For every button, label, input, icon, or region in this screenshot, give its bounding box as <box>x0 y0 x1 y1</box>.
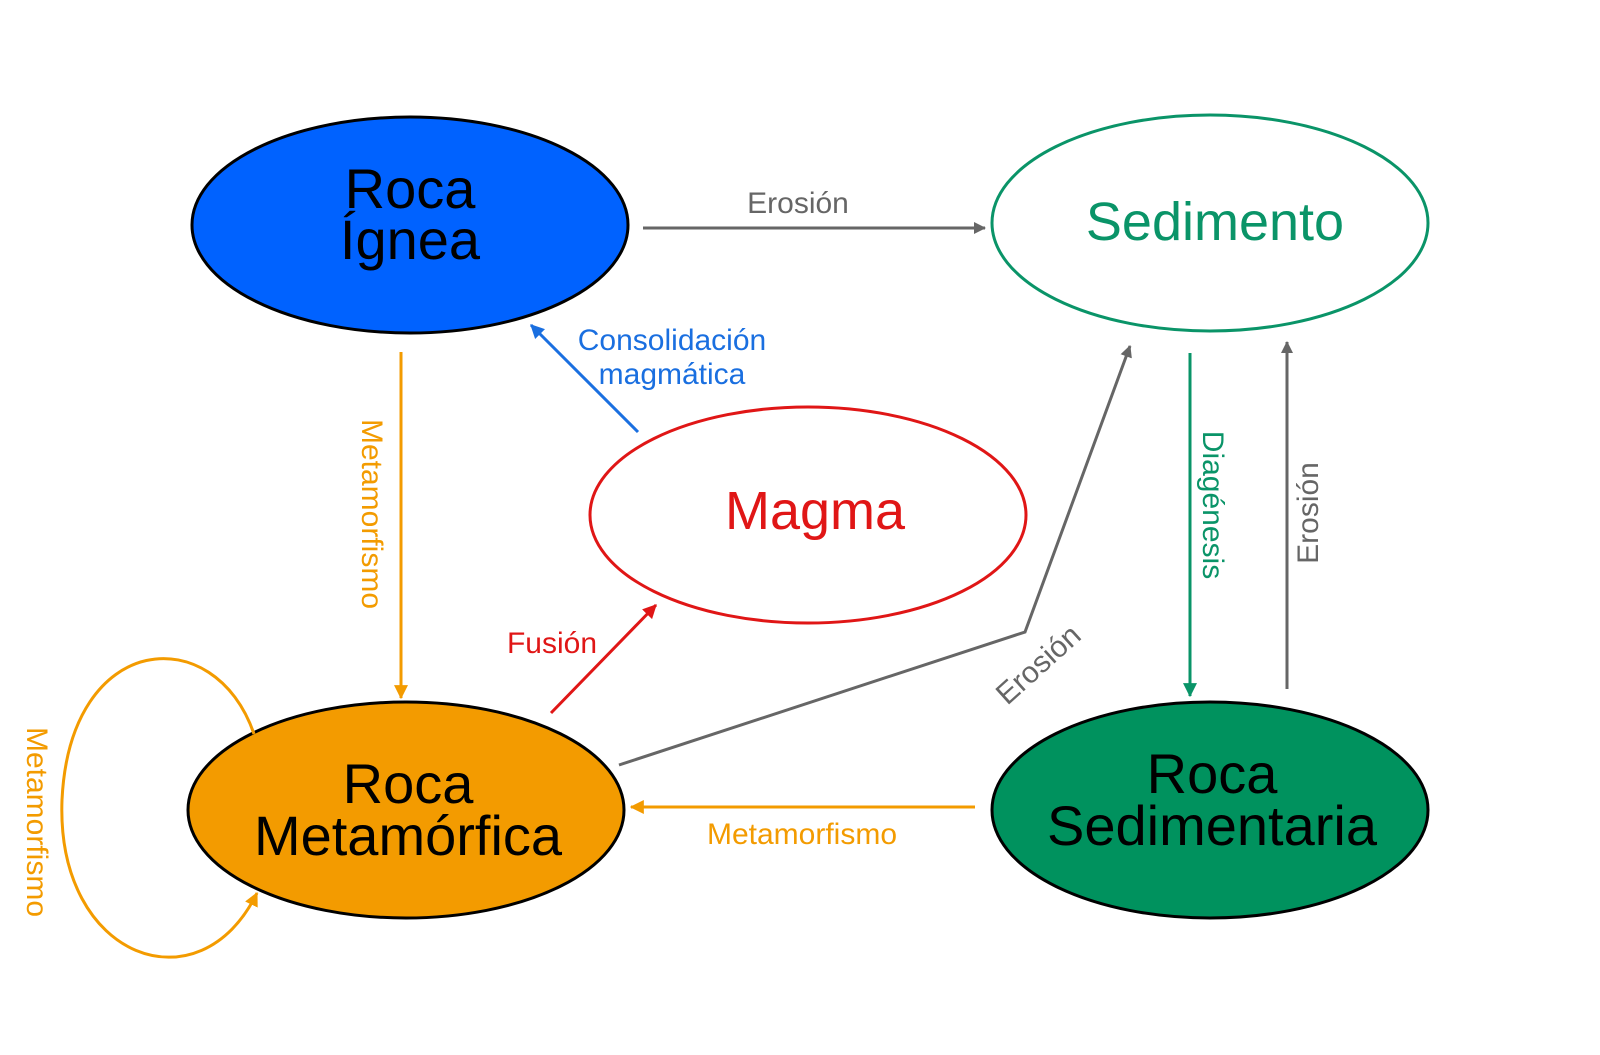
edge-erosion-top: Erosión <box>643 187 986 234</box>
node-sedimento-shape <box>990 113 1430 333</box>
node-magma-label: Magma <box>725 481 906 541</box>
node-roca-ignea-shape <box>190 115 630 335</box>
edge-metamorphism-bottom: Metamorfismo <box>629 800 975 851</box>
node-sedimento: Sedimento <box>990 113 1430 333</box>
edge-consolidation-label-line1: Consolidación <box>578 324 766 357</box>
edge-metamorphism-left-label: Metamorfismo <box>355 419 388 609</box>
node-roca-ignea-label-line1: Roca <box>345 157 477 220</box>
edge-erosion-right-label: Erosión <box>1292 462 1325 564</box>
edge-consolidation: Consolidación magmática <box>529 323 766 434</box>
edge-metamorphism-bottom-label: Metamorfismo <box>707 818 897 851</box>
node-roca-metamorfica-shape <box>186 700 626 920</box>
edge-consolidation-label-line2: magmática <box>599 358 746 391</box>
edge-erosion-right: Erosión <box>1281 341 1325 689</box>
node-roca-ignea-label-line2: Ígnea <box>340 208 481 271</box>
node-roca-sedimentaria-label-line1: Roca <box>1147 742 1279 805</box>
node-roca-sedimentaria: Roca Sedimentaria <box>990 700 1430 920</box>
edge-metamorphism-loop-arrow <box>60 657 259 959</box>
node-roca-sedimentaria-label-line2: Sedimentaria <box>1047 794 1378 857</box>
node-magma: Magma <box>588 405 1028 625</box>
edge-consolidation-arrow <box>529 323 640 434</box>
edge-erosion-diagonal-arrow <box>618 345 1132 767</box>
edge-metamorphism-left: Metamorfismo <box>355 352 408 700</box>
edge-diagenesis-label: Diagénesis <box>1196 431 1229 579</box>
edge-metamorphism-loop-label: Metamorfismo <box>20 727 53 917</box>
edge-metamorphism-loop: Metamorfismo <box>20 657 259 959</box>
edge-fusion-arrow <box>549 603 658 715</box>
edge-fusion: Fusión <box>507 603 658 715</box>
node-roca-metamorfica-label-line1: Roca <box>343 752 475 815</box>
node-roca-ignea: Roca Ígnea <box>190 115 630 335</box>
node-magma-shape <box>588 405 1028 625</box>
edge-diagenesis: Diagénesis <box>1183 353 1229 698</box>
node-sedimento-label: Sedimento <box>1086 192 1344 252</box>
edge-fusion-label: Fusión <box>507 627 597 660</box>
edge-erosion-top-label: Erosión <box>747 187 849 220</box>
node-roca-metamorfica: Roca Metamórfica <box>186 700 626 920</box>
node-roca-metamorfica-label-line2: Metamórfica <box>254 804 563 867</box>
node-roca-sedimentaria-shape <box>990 700 1430 920</box>
edge-erosion-diagonal-label: Erosión <box>990 619 1088 712</box>
